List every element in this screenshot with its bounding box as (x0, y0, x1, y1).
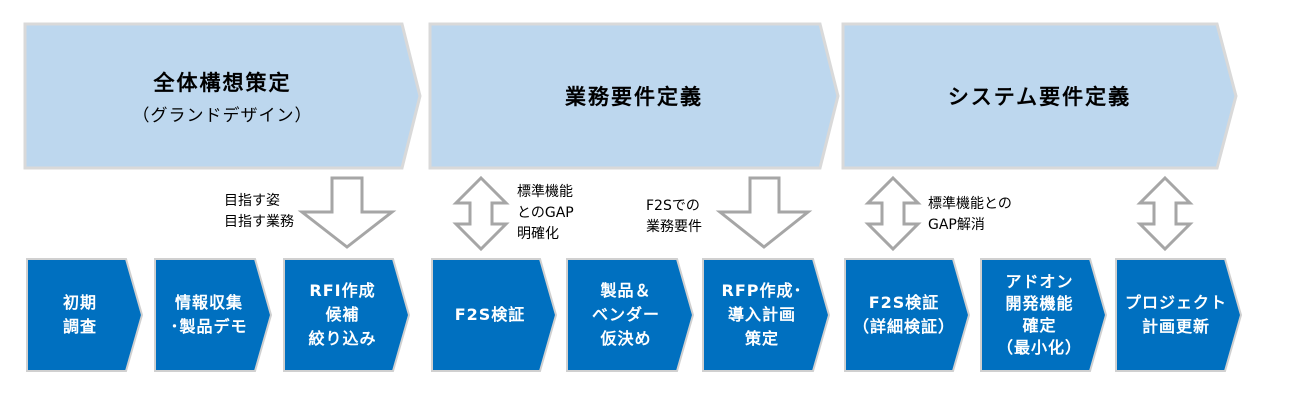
step-label: F2S検証 （詳細検証） (852, 293, 955, 336)
connector-note: 標準機能との GAP解消 (928, 196, 1012, 233)
phase-title: 業務要件定義 (565, 85, 703, 109)
step-chevron-1 (26, 258, 144, 372)
phase-title: システム要件定義 (947, 85, 1132, 109)
step-chevron-7 (844, 258, 971, 372)
phase-subtitle: （グランドデザイン） (132, 105, 313, 126)
phase-1: 全体構想策定 （グランドデザイン） (25, 24, 420, 168)
step-chevron-4 (431, 258, 558, 372)
step-chevron-8 (980, 258, 1108, 372)
double-arrow-icon (452, 175, 510, 252)
step-label: アドオン 開発機能 確定 （最小化） (996, 272, 1082, 357)
step-chevron-3 (283, 258, 411, 372)
step-label: F2S検証 (454, 305, 526, 324)
step-label: RFI作成 候補 絞り込み (308, 281, 377, 348)
double-arrow-icon (1136, 175, 1194, 252)
phase-2: 業務要件定義 (430, 24, 838, 168)
down-arrow-icon (715, 176, 813, 249)
step-label: 製品＆ ベンダー 仮決め (591, 281, 660, 348)
down-arrow-icon (297, 176, 397, 249)
step-chevron-2 (154, 258, 273, 372)
step-label: プロジェクト 計画更新 (1124, 293, 1227, 336)
phase-chevron-1 (23, 22, 422, 170)
connector-note: F2Sでの 業務要件 (646, 198, 702, 235)
phase-chevron-3 (841, 22, 1238, 170)
step-label: 初期 調査 (62, 293, 97, 336)
connector-note: 標準機能 とのGAP 明確化 (517, 184, 574, 242)
step-chevron-9 (1115, 258, 1243, 372)
phase-title: 全体構想策定 (153, 70, 292, 95)
step-chevron-5 (566, 258, 695, 372)
step-label: 情報収集 ･製品デモ (170, 293, 248, 336)
phase-3: システム要件定義 (843, 24, 1236, 168)
double-arrow-icon (864, 175, 922, 252)
phase-chevron-2 (428, 22, 840, 170)
step-chevron-6 (702, 258, 831, 372)
step-label: RFP作成･ 導入計画 策定 (721, 281, 803, 348)
connector-note: 目指す姿 目指す業務 (224, 193, 294, 230)
